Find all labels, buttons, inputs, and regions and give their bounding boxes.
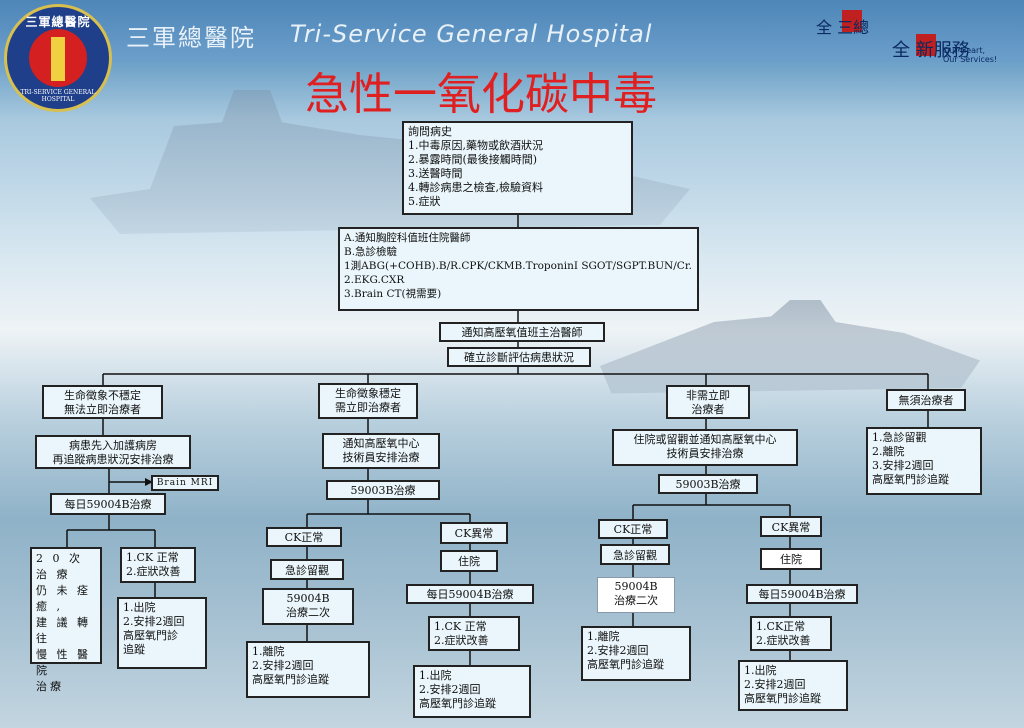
- node-unstable: 生命徵象不穩定 無法立即治療者: [42, 385, 163, 419]
- node-twice-b: 59004B 治療二次: [597, 577, 675, 613]
- node-admit-notify: 住院或留觀並通知高壓氧中心 技術員安排治療: [612, 429, 798, 466]
- hospital-name-en: Tri-Service General Hospital: [290, 20, 653, 48]
- node-notify-tech-a: 通知高壓氧中心 技術員安排治療: [322, 433, 440, 469]
- node-notify-hbo: 通知高壓氧值班主治醫師: [439, 322, 605, 342]
- node-stable: 生命徵象穩定 需立即治療者: [318, 383, 418, 419]
- node-brain-mri: Brain MRI: [151, 475, 219, 491]
- node-treat-59003-b: 59003B治療: [658, 474, 758, 494]
- node-admit-b: 住院: [760, 548, 822, 570]
- node-leave-b: 1.離院 2.安排2週回 高壓氧門診追蹤: [581, 626, 691, 681]
- node-daily-b: 每日59004B治療: [406, 584, 534, 604]
- slogan-line1: 全 三總: [816, 18, 870, 37]
- page-title: 急性一氧化碳中毒: [305, 69, 657, 120]
- node-ck-abnormal-a: CK異常: [440, 522, 508, 544]
- node-ck-abnormal-b: CK異常: [760, 516, 822, 537]
- slogan-badge-icon: [842, 10, 862, 32]
- node-er-observe-a: 急診留觀: [270, 559, 344, 580]
- node-history: 詢問病史 1.中毒原因,藥物或飲酒狀況 2.暴露時間(最後接觸時間) 3.送醫時…: [402, 121, 633, 215]
- node-ck-normal-b: CK正常: [598, 519, 668, 539]
- slogan-banner: 全 三總 全 新服務 Our Heart,Our Services!: [800, 0, 1024, 76]
- node-daily-c: 每日59004B治療: [746, 584, 858, 604]
- hospital-logo: 三軍總醫院 TRI-SERVICE GENERAL HOSPITAL: [4, 4, 112, 112]
- node-admit-a: 住院: [440, 550, 498, 572]
- node-improve-c: 1.CK正常 2.症狀改善: [750, 616, 832, 651]
- node-discharge-c: 1.出院 2.安排2週回 高壓氧門診追蹤: [738, 660, 848, 711]
- node-twice-a: 59004B 治療二次: [262, 588, 354, 625]
- node-no-treat-steps: 1.急診留觀 2.離院 3.安排2週回 高壓氧門診追蹤: [866, 427, 982, 495]
- node-improve-b: 1.CK 正常 2.症狀改善: [428, 616, 520, 651]
- slogan-line2: 全 新服務: [892, 40, 970, 61]
- node-ck-normal-a: CK正常: [266, 527, 342, 547]
- node-treat-59003-a: 59003B治療: [326, 480, 440, 500]
- node-leave-a: 1.離院 2.安排2週回 高壓氧門診追蹤: [246, 641, 370, 698]
- node-diagnose: 確立診斷評估病患狀況: [447, 347, 591, 367]
- node-nonurgent: 非需立即 治療者: [666, 385, 750, 419]
- node-improve-a: 1.CK 正常 2.症狀改善: [120, 547, 196, 583]
- node-discharge-b: 1.出院 2.安排2週回 高壓氧門診追蹤: [413, 665, 531, 718]
- slogan-tagline: Our Heart,Our Services!: [943, 46, 998, 64]
- logo-subtext: TRI-SERVICE GENERAL HOSPITAL: [20, 89, 96, 103]
- node-no-treat: 無須治療者: [886, 389, 966, 411]
- logo-caduceus-icon: [51, 37, 65, 81]
- logo-text: 三軍總醫院: [25, 15, 91, 29]
- node-persist: 2 0 次 治 療 仍 未 痊 癒 , 建 議 轉 往 慢 性 醫 院 治療: [30, 547, 102, 693]
- node-discharge-a: 1.出院 2.安排2週回 高壓氧門診 追蹤: [117, 597, 207, 669]
- slogan-badge-icon: [916, 34, 936, 56]
- node-icu: 病患先入加護病房 再追蹤病患狀況安排治療: [35, 435, 191, 469]
- node-daily-a: 每日59004B治療: [50, 493, 166, 515]
- hospital-name-zh: 三軍總醫院: [126, 24, 256, 52]
- node-notify-exam: A.通知胸腔科值班住院醫師 B.急診檢驗 1測ABG(+COHB).B/R.CP…: [338, 227, 699, 311]
- node-er-observe-b: 急診留觀: [600, 544, 670, 565]
